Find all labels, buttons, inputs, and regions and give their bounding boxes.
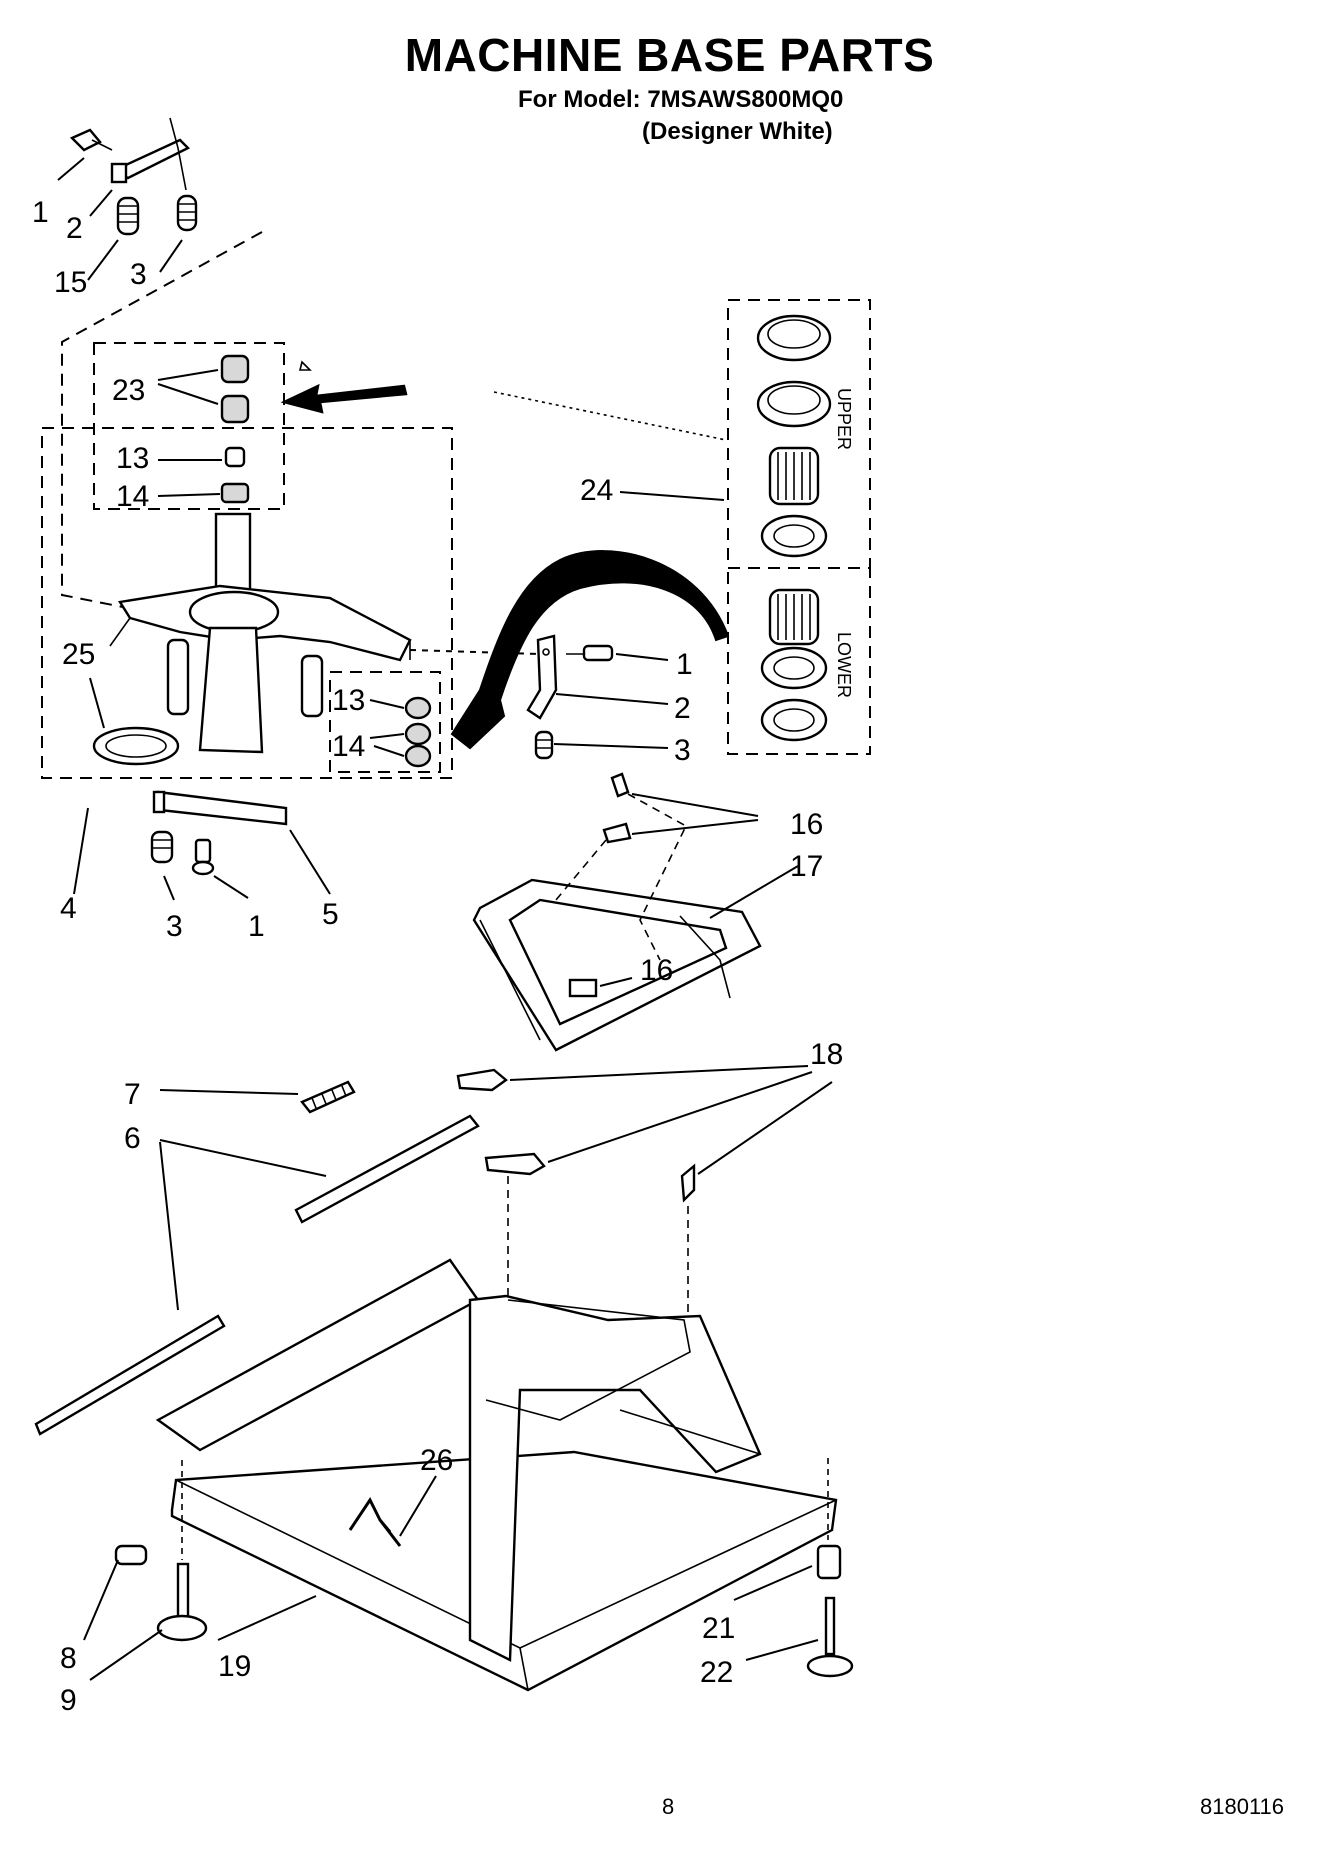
callout-c18: 18 xyxy=(810,1038,843,1071)
mounting-frame xyxy=(472,772,762,1052)
lower-bearing-kit xyxy=(760,588,828,742)
base-clips xyxy=(456,1068,696,1203)
transmission-assembly-box xyxy=(41,427,453,779)
callout-c22: 22 xyxy=(700,1656,733,1689)
callout-c19: 19 xyxy=(218,1650,251,1683)
bracket-bottom xyxy=(150,790,288,876)
callout-c13b: 13 xyxy=(332,684,365,717)
callout-c9: 9 xyxy=(60,1684,77,1717)
callout-c4: 4 xyxy=(60,892,77,925)
spring xyxy=(300,1080,356,1114)
callout-c13a: 13 xyxy=(116,442,149,475)
snubber-group-box xyxy=(93,342,285,510)
transmission-pads xyxy=(404,696,432,768)
page-number: 8 xyxy=(662,1794,675,1819)
callout-c23: 23 xyxy=(112,374,145,407)
leveling-foot-rear xyxy=(806,1458,854,1678)
bracket-assembly-right xyxy=(526,634,614,760)
callout-c7: 7 xyxy=(124,1078,141,1111)
page-title: MACHINE BASE PARTS xyxy=(404,29,935,81)
model-number: For Model: 7MSAWS800MQ0 xyxy=(518,86,844,113)
curved-arrow xyxy=(450,550,730,750)
snubber-stack xyxy=(220,354,250,504)
callout-c1b: 1 xyxy=(676,648,693,681)
callout-c21: 21 xyxy=(702,1612,735,1645)
bracket-assembly-top xyxy=(57,117,198,281)
pad-group-box xyxy=(329,671,441,773)
callout-c2a: 2 xyxy=(66,212,83,245)
callout-c16b: 16 xyxy=(640,954,673,987)
direction-arrow xyxy=(280,383,408,414)
machine-base xyxy=(155,1258,838,1692)
callout-c26: 26 xyxy=(420,1444,453,1477)
model-variant: (Designer White) xyxy=(642,118,833,145)
upper-label: UPPER xyxy=(834,388,854,450)
callout-c1c: 1 xyxy=(248,910,265,943)
callout-c15: 15 xyxy=(54,266,87,299)
callout-c3b: 3 xyxy=(674,734,691,767)
callout-c5: 5 xyxy=(322,898,339,931)
callout-c24: 24 xyxy=(580,474,613,507)
callout-c25: 25 xyxy=(62,638,95,671)
side-rails xyxy=(34,1114,480,1436)
document-number: 8180116 xyxy=(1200,1794,1285,1819)
callout-c14a: 14 xyxy=(116,480,149,513)
callout-c14b: 14 xyxy=(332,730,365,763)
leveling-foot-front xyxy=(114,1460,208,1642)
callout-c6: 6 xyxy=(124,1122,141,1155)
upper-bearing-kit xyxy=(756,314,832,558)
lower-bearing-box xyxy=(727,567,871,755)
hook xyxy=(348,1497,402,1547)
callout-c1a: 1 xyxy=(32,196,49,229)
callout-c3c: 3 xyxy=(166,910,183,943)
callout-c3a: 3 xyxy=(130,258,147,291)
callout-c17: 17 xyxy=(790,850,823,883)
callout-c8: 8 xyxy=(60,1642,77,1675)
callout-c16a: 16 xyxy=(790,808,823,841)
callout-c2b: 2 xyxy=(674,692,691,725)
tub-seal xyxy=(92,726,180,766)
lower-label: LOWER xyxy=(834,632,854,698)
